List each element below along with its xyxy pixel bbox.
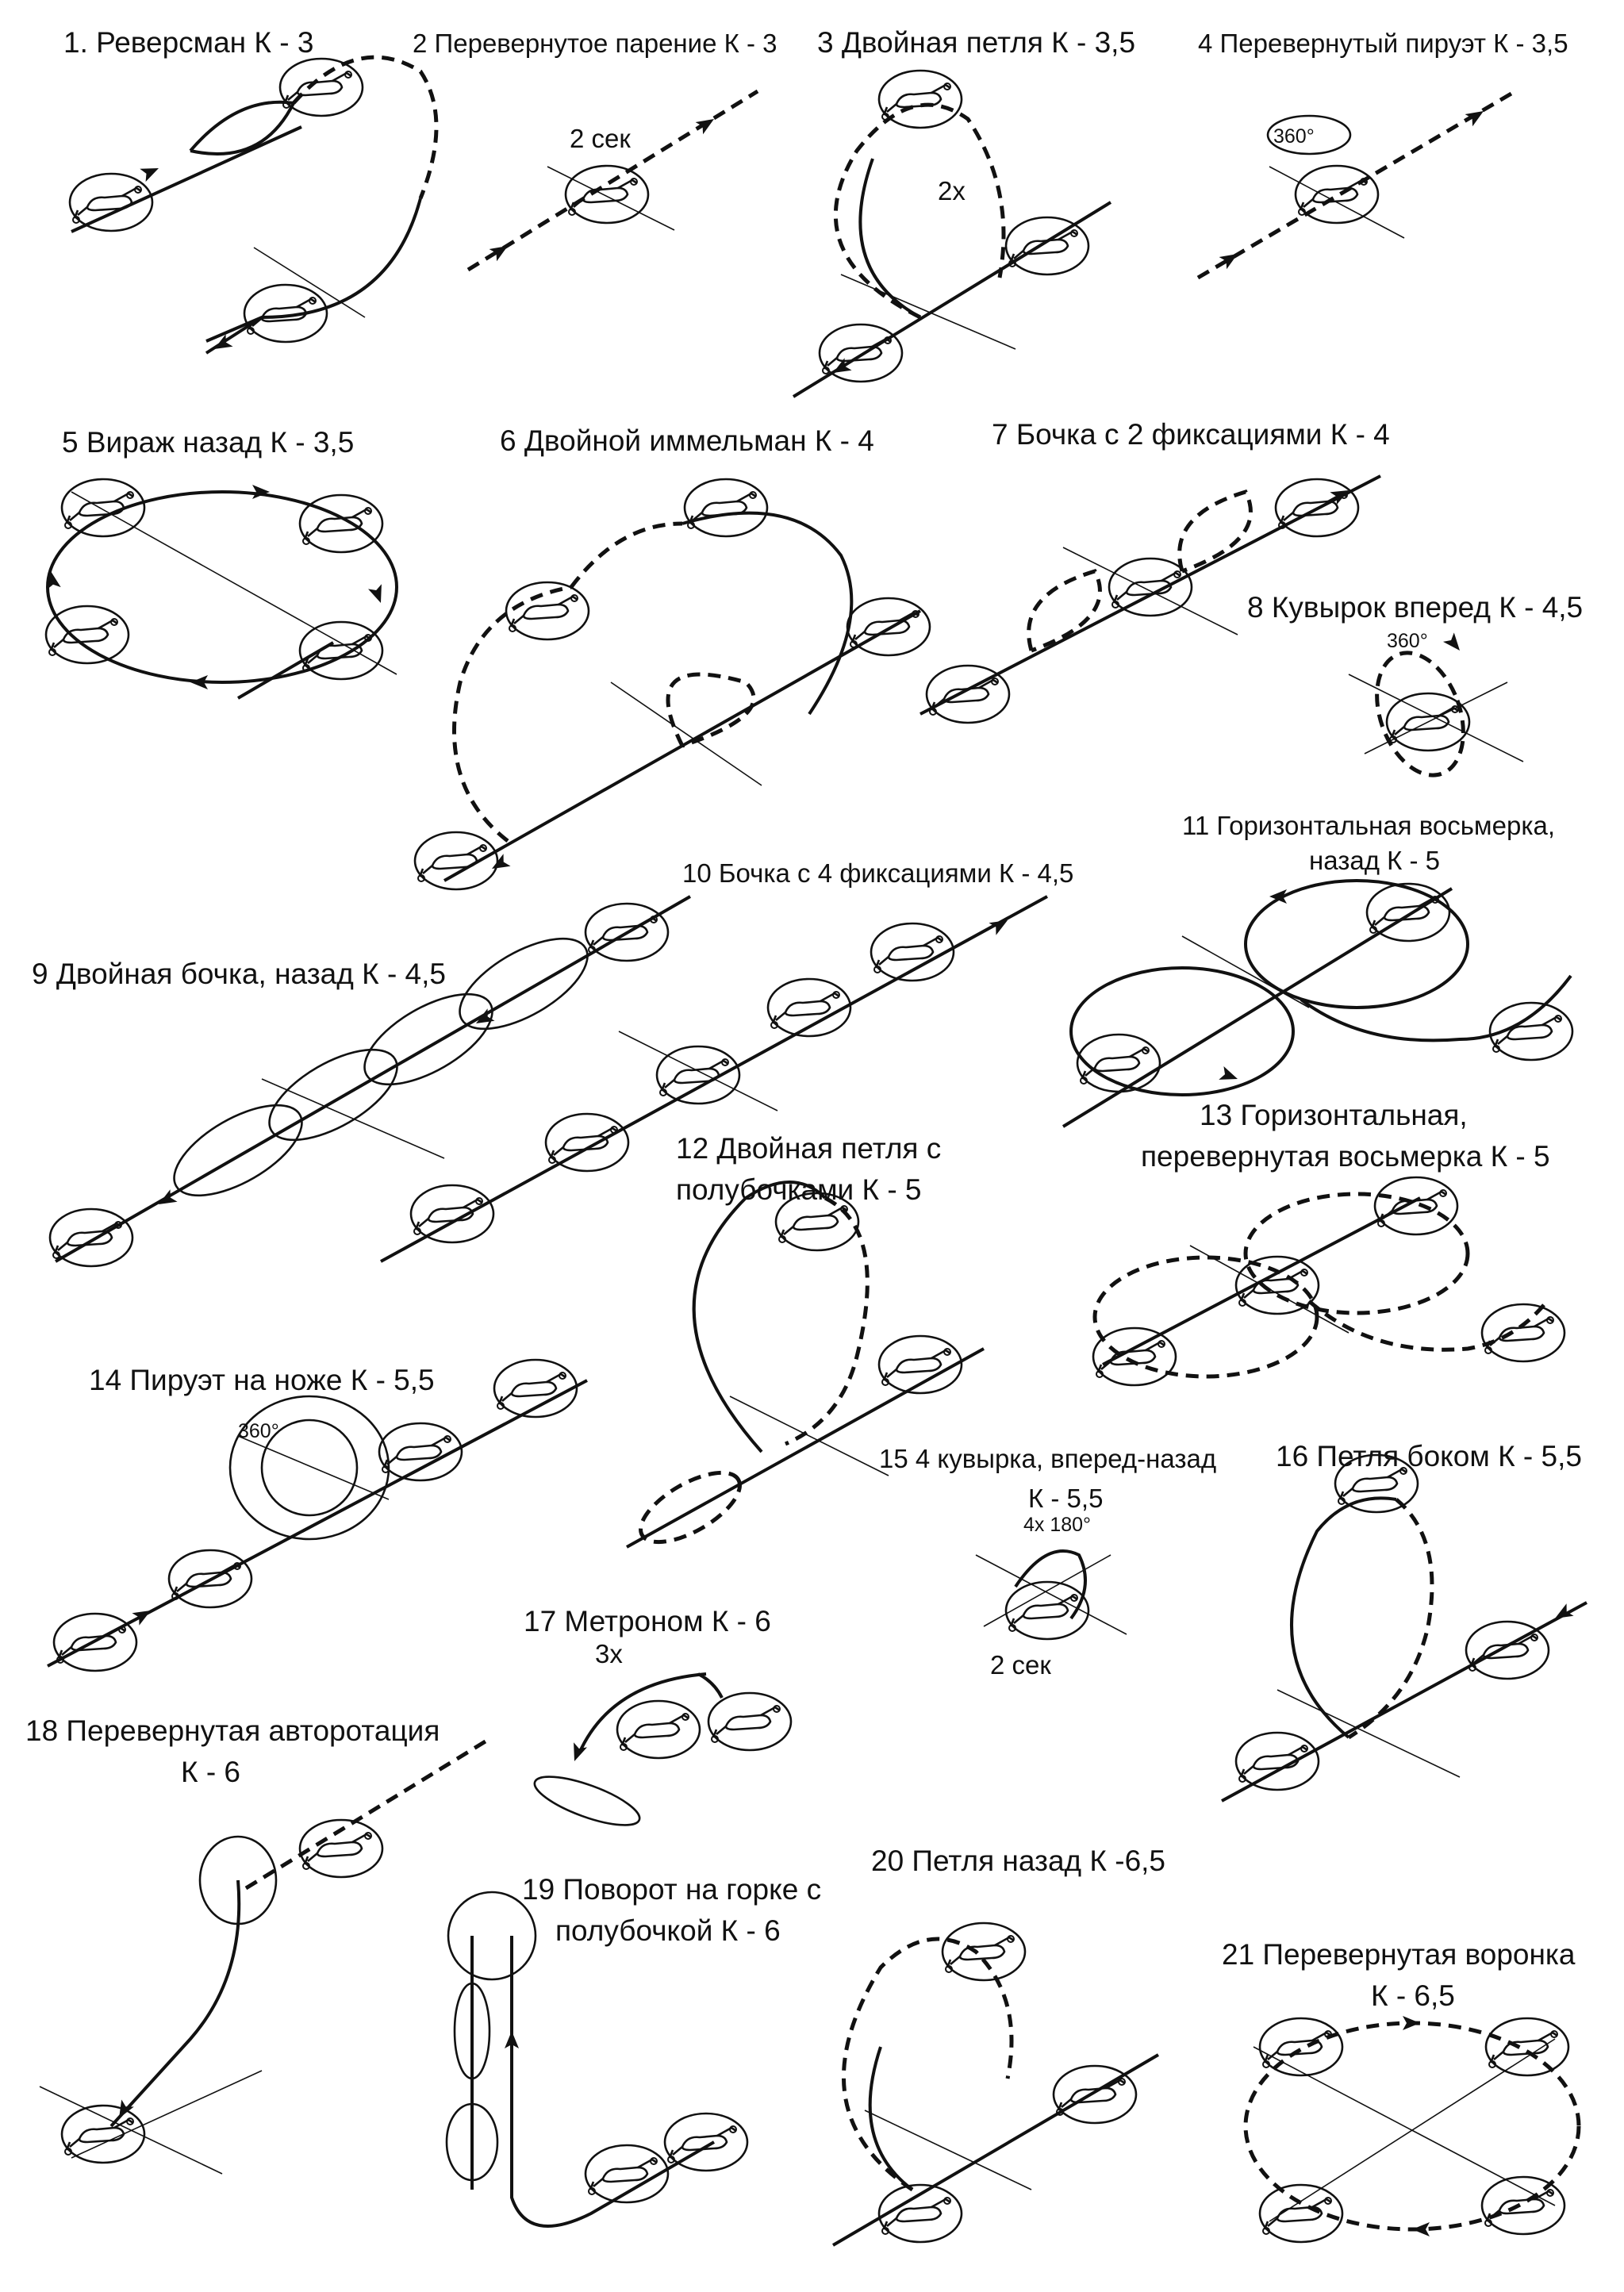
figure-21-title-line-1: 21 Перевернутая воронка bbox=[1222, 1938, 1576, 1971]
figure-1: 1. Реверсман К - 3 bbox=[63, 26, 313, 59]
figure-18-title-line-2: К - 6 bbox=[181, 1756, 240, 1788]
figure-7-title: 7 Бочка с 2 фиксациями К - 4 bbox=[992, 418, 1390, 451]
figure-3-title: 3 Двойная петля К - 3,5 bbox=[817, 26, 1135, 59]
figure-13: 13 Горизонтальная, перевернутая восьмерк… bbox=[1141, 1099, 1550, 1173]
figure-12-title-line-2: полубочками К - 5 bbox=[676, 1173, 922, 1206]
figure-4-note: 360° bbox=[1273, 125, 1315, 148]
figure-2: 2 Перевернутое парение К - 3 2 сек bbox=[413, 29, 777, 153]
figure-16: 16 Петля боком К - 5,5 bbox=[1276, 1440, 1582, 1472]
figure-19: 19 Поворот на горке с полубочкой К - 6 bbox=[522, 1873, 821, 1947]
figure-21-title-line-2: К - 6,5 bbox=[1371, 1979, 1455, 2012]
figure-14-drawing bbox=[47, 1358, 588, 1672]
figure-20: 20 Петля назад К -6,5 bbox=[871, 1845, 1165, 1877]
figure-11-drawing bbox=[1062, 879, 1574, 1128]
figure-8-title: 8 Кувырок вперед К - 4,5 bbox=[1247, 591, 1583, 624]
figure-19-title-line-1: 19 Поворот на горке с bbox=[522, 1873, 821, 1906]
figure-4-title: 4 Перевернутый пируэт К - 3,5 bbox=[1198, 29, 1568, 58]
figure-5: 5 Вираж назад К - 3,5 bbox=[62, 426, 354, 459]
figure-9: 9 Двойная бочка, назад К - 4,5 bbox=[32, 958, 446, 990]
figure-20-title: 20 Петля назад К -6,5 bbox=[871, 1845, 1165, 1877]
figure-11-title-line-1: 11 Горизонтальная восьмерка, bbox=[1182, 811, 1555, 840]
figure-11: 11 Горизонтальная восьмерка, назад К - 5 bbox=[1182, 811, 1555, 875]
figure-11-title-line-2: назад К - 5 bbox=[1309, 846, 1440, 875]
figure-4-drawing bbox=[1196, 89, 1517, 280]
figure-10-drawing bbox=[380, 895, 1048, 1263]
figure-1-drawing bbox=[68, 55, 439, 355]
figure-8: 8 Кувырок вперед К - 4,5 360° bbox=[1247, 591, 1583, 652]
figure-16-title: 16 Петля боком К - 5,5 bbox=[1276, 1440, 1582, 1472]
figure-18-drawing bbox=[39, 1735, 493, 2175]
figure-3-note: 2х bbox=[938, 176, 966, 205]
figure-12: 12 Двойная петля с полубочками К - 5 bbox=[676, 1132, 941, 1206]
figure-18-title-line-1: 18 Перевернутая авторотация bbox=[25, 1714, 440, 1747]
figure-19-drawing bbox=[445, 1891, 749, 2228]
figure-7-drawing bbox=[919, 474, 1381, 724]
figure-2-note: 2 сек bbox=[570, 124, 631, 153]
figure-8-drawing bbox=[1348, 632, 1524, 777]
figure-15-drawing bbox=[975, 1549, 1127, 1641]
figure-2-drawing bbox=[466, 89, 759, 272]
figure-13-title-line-2: перевернутая восьмерка К - 5 bbox=[1141, 1140, 1550, 1173]
figure-21-drawing bbox=[1243, 2016, 1581, 2244]
figure-13-drawing bbox=[1092, 1176, 1566, 1387]
figure-5-drawing bbox=[44, 478, 398, 700]
figure-5-title: 5 Вираж назад К - 3,5 bbox=[62, 426, 354, 459]
figure-21: 21 Перевернутая воронка К - 6,5 bbox=[1222, 1938, 1576, 2012]
figure-6-title: 6 Двойной иммельман К - 4 bbox=[500, 424, 874, 457]
figure-8-note: 360° bbox=[1387, 630, 1428, 652]
figure-2-title: 2 Перевернутое парение К - 3 bbox=[413, 29, 777, 58]
figure-20-drawing bbox=[831, 1922, 1160, 2247]
figure-6-drawing bbox=[413, 478, 931, 891]
figure-9-drawing bbox=[48, 895, 691, 1268]
figure-16-drawing bbox=[1221, 1453, 1588, 1803]
figure-14: 14 Пируэт на ноже К - 5,5 360° bbox=[89, 1364, 435, 1442]
figure-15-title-line-2: К - 5,5 bbox=[1028, 1484, 1103, 1513]
figure-7: 7 Бочка с 2 фиксациями К - 4 bbox=[992, 418, 1390, 451]
figure-17-drawing bbox=[533, 1672, 793, 1826]
figure-4: 4 Перевернутый пируэт К - 3,5 360° bbox=[1198, 29, 1568, 148]
figure-10: 10 Бочка с 4 фиксациями К - 4,5 bbox=[682, 858, 1073, 888]
figure-15-note-2: 2 сек bbox=[990, 1650, 1051, 1680]
figure-15: 15 4 кувырка, вперед-назад К - 5,5 4х 18… bbox=[879, 1444, 1216, 1680]
figure-19-title-line-2: полубочкой К - 6 bbox=[555, 1914, 781, 1947]
figure-3: 3 Двойная петля К - 3,5 2х bbox=[817, 26, 1135, 205]
figure-15-title-line-1: 15 4 кувырка, вперед-назад bbox=[879, 1444, 1216, 1473]
figure-3-drawing bbox=[792, 69, 1112, 398]
figure-15-note-1: 4х 180° bbox=[1023, 1514, 1091, 1536]
figure-12-title-line-1: 12 Двойная петля с bbox=[676, 1132, 941, 1165]
figure-1-title: 1. Реверсман К - 3 bbox=[63, 26, 313, 59]
figure-17-title: 17 Метроном К - 6 bbox=[524, 1605, 771, 1637]
figure-17-note: 3х bbox=[595, 1639, 623, 1668]
figure-12-drawing bbox=[626, 1181, 985, 1549]
figure-14-title: 14 Пируэт на ноже К - 5,5 bbox=[89, 1364, 435, 1396]
figure-10-title: 10 Бочка с 4 фиксациями К - 4,5 bbox=[682, 858, 1073, 888]
figure-9-title: 9 Двойная бочка, назад К - 4,5 bbox=[32, 958, 446, 990]
figure-13-title-line-1: 13 Горизонтальная, bbox=[1200, 1099, 1468, 1131]
figure-18: 18 Перевернутая авторотация К - 6 bbox=[25, 1714, 440, 1788]
figure-17: 17 Метроном К - 6 3х bbox=[524, 1605, 771, 1668]
figure-6: 6 Двойной иммельман К - 4 bbox=[500, 424, 874, 457]
